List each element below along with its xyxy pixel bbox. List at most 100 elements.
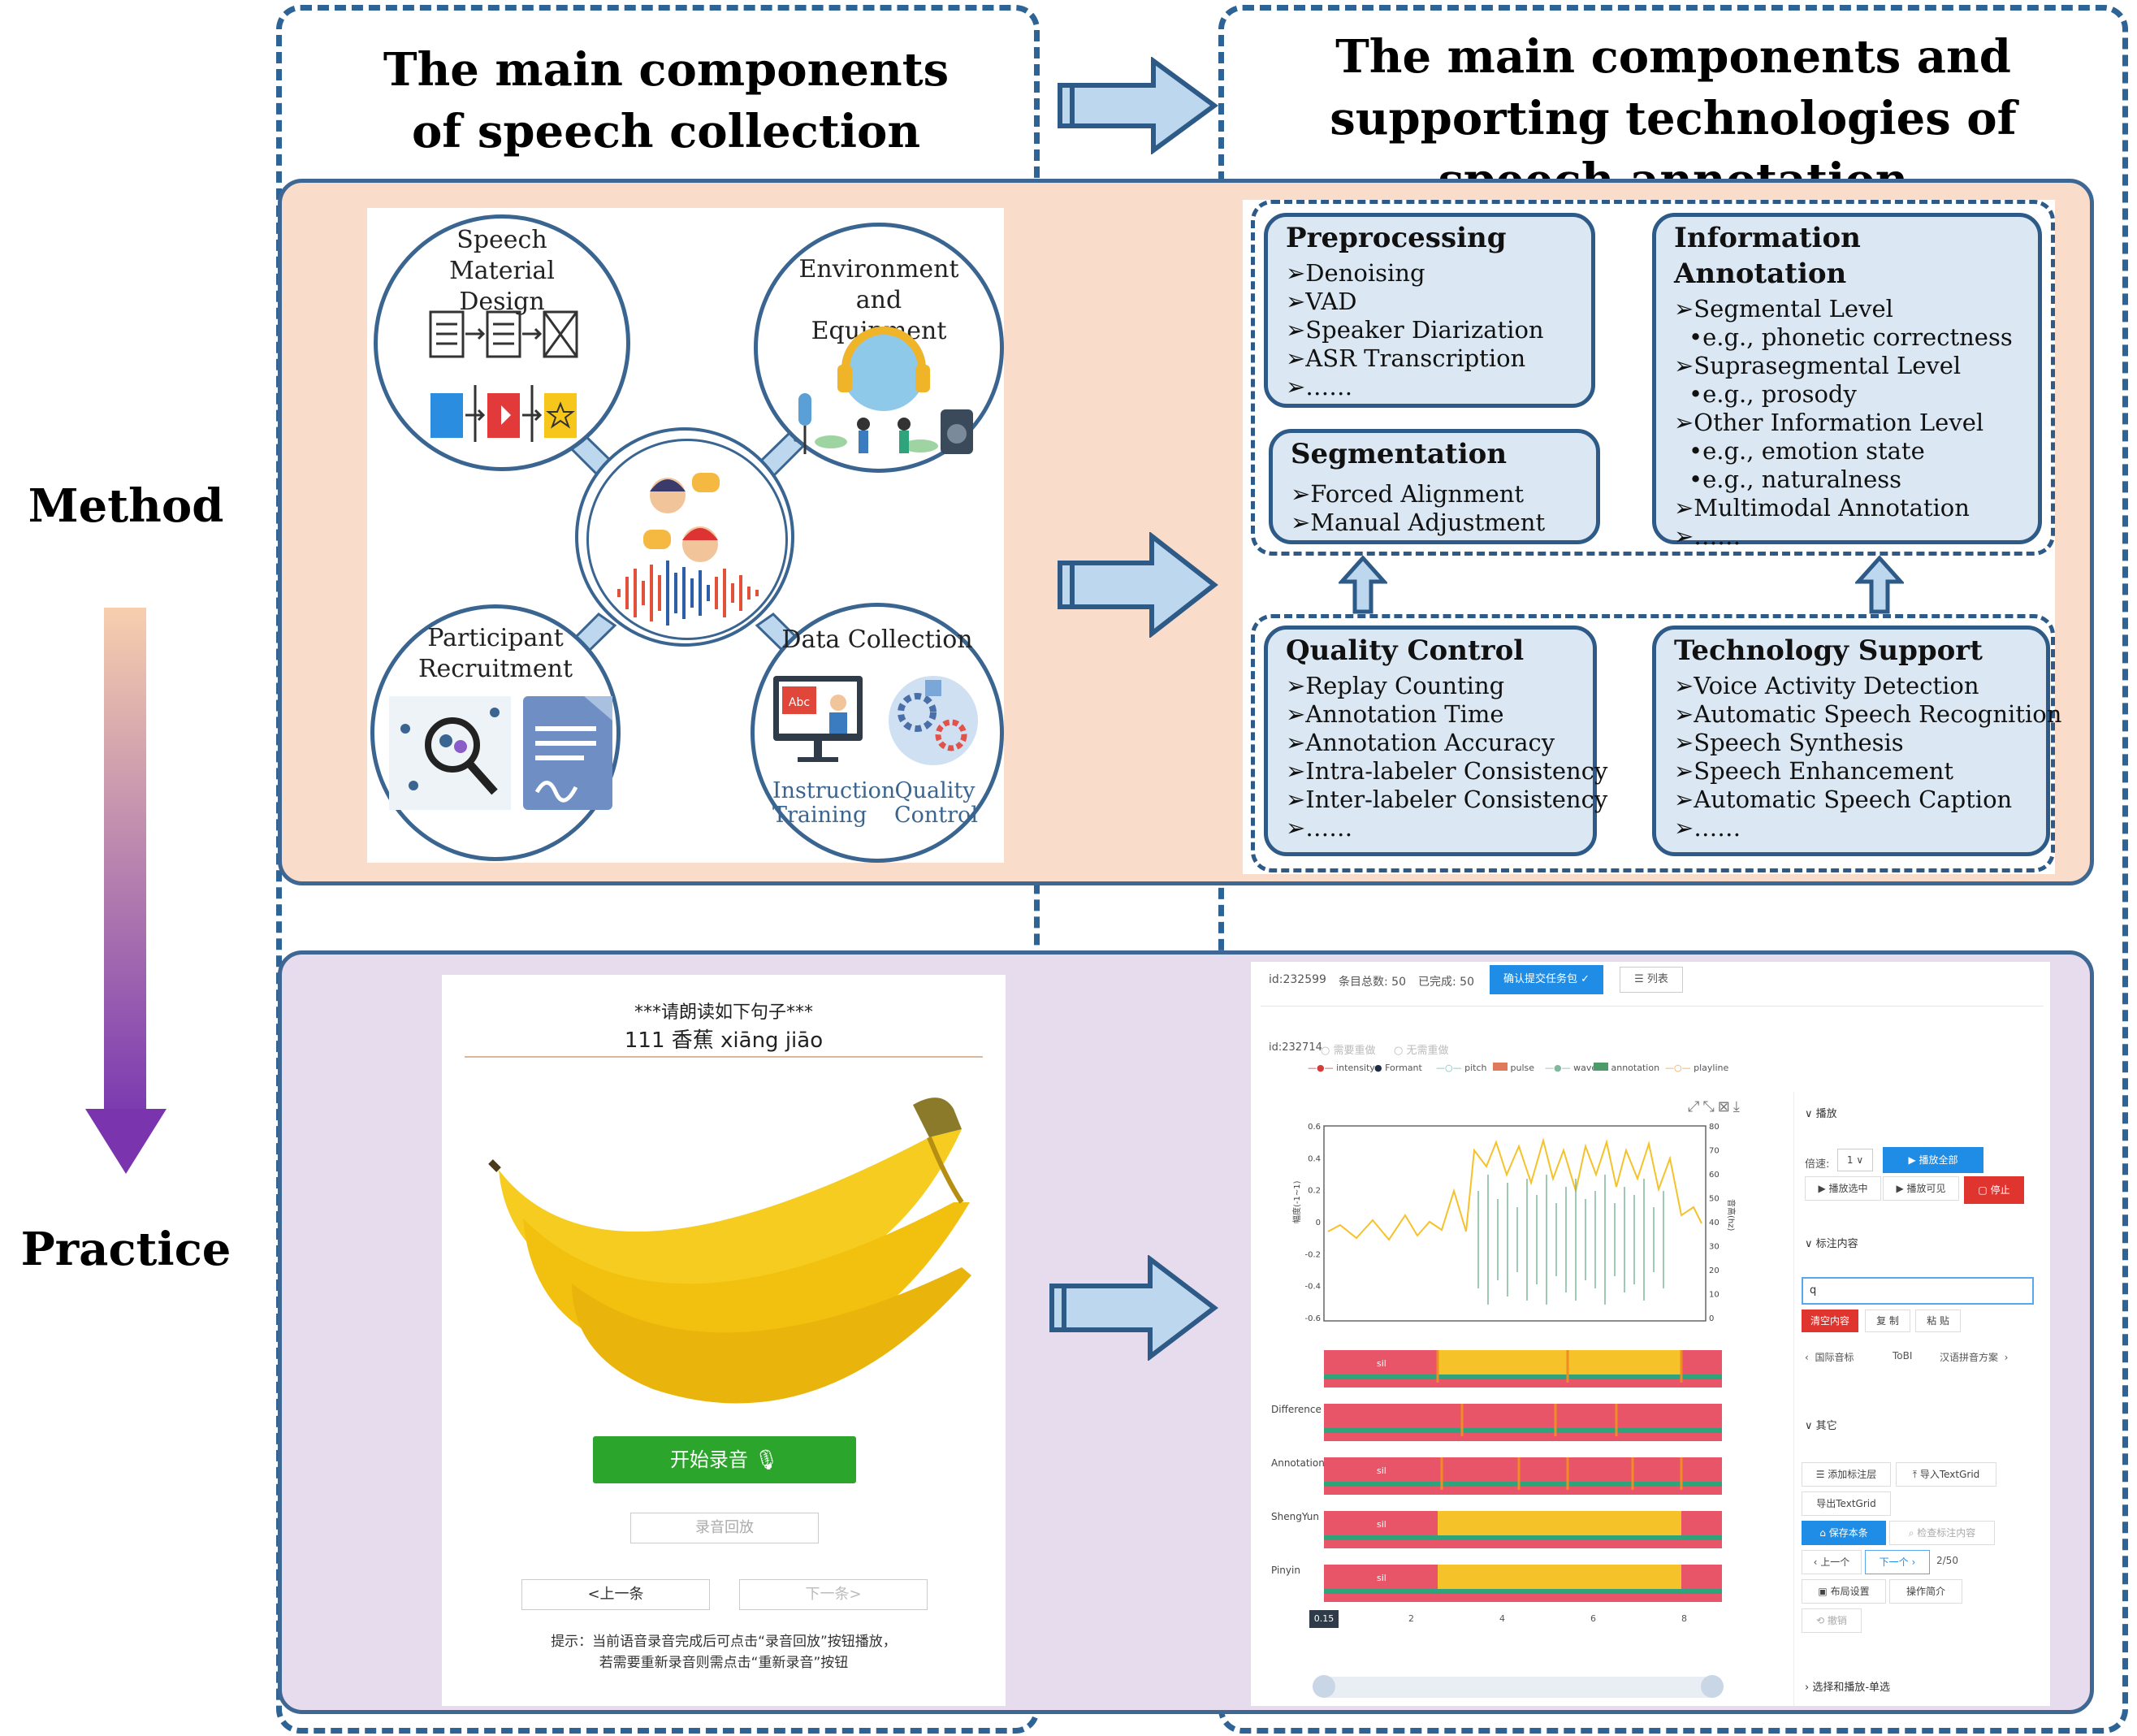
tab-ipa[interactable]: ‹ 国际音标	[1805, 1352, 1854, 1363]
left-y-tick: -0.6	[1304, 1314, 1321, 1323]
submit-package-button[interactable]: 确认提交任务包 ✓	[1490, 965, 1603, 994]
method-to-practice-gradient	[104, 608, 146, 1111]
layout-settings-button[interactable]: ▣ 布局设置	[1802, 1579, 1886, 1604]
next-item-label: 下一个	[1879, 1556, 1909, 1568]
legend-pitch[interactable]: —○— pitch	[1436, 1063, 1487, 1073]
undo-button[interactable]: ⟲ 撤销	[1802, 1608, 1862, 1633]
heading-arrow	[1058, 57, 1218, 154]
legend-formant[interactable]: ● Formant	[1374, 1063, 1422, 1073]
method-to-practice-arrowhead	[85, 1109, 167, 1174]
next-item-button[interactable]: 下一条>	[739, 1579, 928, 1610]
upper-dashed-group	[1251, 200, 2055, 556]
right-y-tick: 80	[1709, 1123, 1720, 1132]
data-collection-circle: Data Collection Abc Instruction Training…	[751, 603, 1004, 863]
tier-0-line	[1324, 1375, 1722, 1379]
next-item-link[interactable]: 下一个 ›	[1865, 1550, 1930, 1574]
play-visible-button[interactable]: ▶ 播放可见	[1883, 1176, 1959, 1201]
playback-button[interactable]: 录音回放	[630, 1513, 819, 1543]
chart-tool-icons[interactable]: ⤢⤡⊠⤓	[1688, 1098, 1743, 1115]
instruction-training-label: Instruction Training	[772, 778, 896, 828]
quality-control-item: ➢Intra-labeler Consistency	[1286, 757, 1608, 785]
segmentation-box: Segmentation ➢Forced Alignment ➢Manual A…	[1269, 429, 1600, 544]
tier-token: sil	[1377, 1573, 1386, 1583]
preprocessing-box: Preprocessing ➢Denoising ➢VAD ➢Speaker D…	[1264, 213, 1595, 408]
preprocessing-item: ➢ASR Transcription	[1286, 344, 1526, 372]
speed-select[interactable]: 1 ∨	[1837, 1149, 1873, 1171]
select-section-title[interactable]: › 选择和播放-单选	[1805, 1682, 1891, 1694]
practice-arrow	[1049, 1255, 1218, 1361]
material-design-title: Speech Material Design	[449, 226, 555, 316]
recording-app: ***请朗读如下句子*** 111 香蕉 xiāng jiāo 开始录音 🎙 录…	[442, 975, 1006, 1706]
segmentation-item: ➢Manual Adjustment	[1291, 509, 1546, 536]
recruitment-icon	[389, 696, 612, 810]
legend-intensity[interactable]: —●— intensity	[1308, 1063, 1375, 1073]
information-line: •e.g., phonetic correctness	[1689, 323, 2013, 351]
save-item-button[interactable]: ⌂ 保存本条	[1802, 1521, 1886, 1545]
need-rerecord-option[interactable]: ○ 需要重做	[1321, 1045, 1376, 1057]
tier-annotation-bar[interactable]	[1324, 1457, 1722, 1495]
tier-token: sil	[1377, 1465, 1386, 1476]
play-all-button[interactable]: ▶ 播放全部	[1883, 1147, 1983, 1173]
left-y-tick: 0.4	[1308, 1154, 1321, 1163]
legend-playline[interactable]: —○— playline	[1665, 1063, 1729, 1073]
no-rerecord-label: 无需重做	[1406, 1045, 1449, 1057]
prev-item-label: 上一个	[1820, 1556, 1850, 1568]
scroll-handle-right[interactable]	[1701, 1675, 1724, 1698]
no-rerecord-option[interactable]: ○ 无需重做	[1394, 1045, 1449, 1057]
right-y-tick: 0	[1709, 1314, 1714, 1323]
x-tick: 6	[1590, 1613, 1596, 1624]
information-line: ➢Other Information Level	[1674, 409, 1984, 436]
preprocessing-item: ➢VAD	[1286, 288, 1357, 315]
prev-item-button[interactable]: <上一条	[521, 1579, 710, 1610]
paste-button[interactable]: 粘 贴	[1915, 1310, 1961, 1332]
tier-label-difference: Difference	[1271, 1404, 1322, 1415]
check-content-label: 检查标注内容	[1917, 1527, 1976, 1539]
tier-token: sil	[1377, 1519, 1386, 1530]
participant-title: Participant Recruitment	[417, 624, 573, 683]
done-count: 已完成: 50	[1418, 976, 1474, 989]
preprocessing-item: ➢Speaker Diarization	[1286, 316, 1544, 344]
start-recording-button[interactable]: 开始录音 🎙	[593, 1436, 856, 1483]
legend-annotation[interactable]: annotation	[1594, 1063, 1659, 1073]
quality-control-label: Quality Control	[894, 778, 978, 828]
quality-control-item: ➢Replay Counting	[1286, 672, 1505, 699]
tab-pinyin[interactable]: 汉语拼音方案 ›	[1940, 1352, 2009, 1363]
import-textgrid-button[interactable]: ⤒ 导入TextGrid	[1896, 1462, 1996, 1487]
legend-wave[interactable]: —●— wave	[1545, 1063, 1598, 1073]
guide-button[interactable]: 操作简介	[1889, 1579, 1962, 1604]
legend-pulse[interactable]: pulse	[1493, 1063, 1534, 1073]
select-section-label: 选择和播放-单选	[1812, 1682, 1891, 1694]
tier-pinyin-line	[1324, 1589, 1722, 1594]
tab-tobi[interactable]: ToBI	[1893, 1350, 1913, 1362]
clear-content-button[interactable]: 清空内容	[1802, 1310, 1858, 1332]
left-y-ticks: 0.60.40.20-0.2-0.4-0.6	[1304, 1123, 1321, 1323]
technology-item: ➢Automatic Speech Recognition	[1674, 700, 2062, 728]
right-y-tick: 20	[1709, 1266, 1720, 1275]
annotation-content-input[interactable]: q	[1802, 1277, 2034, 1305]
play-selected-button[interactable]: ▶ 播放选中	[1805, 1176, 1881, 1201]
play-section-title[interactable]: ∨ 播放	[1805, 1108, 1837, 1120]
copy-button[interactable]: 复 制	[1865, 1310, 1910, 1332]
content-section-title[interactable]: ∨ 标注内容	[1805, 1238, 1858, 1250]
other-section-title[interactable]: ∨ 其它	[1805, 1420, 1837, 1432]
information-annotation-box: Information Annotation ➢Segmental Level …	[1652, 213, 2042, 550]
quality-control-item: ➢Annotation Time	[1286, 700, 1504, 728]
timeline-scrollbar[interactable]	[1313, 1675, 1724, 1698]
left-y-tick: -0.4	[1304, 1283, 1321, 1292]
export-textgrid-button[interactable]: 导出TextGrid	[1802, 1491, 1891, 1516]
tier-difference-bar[interactable]	[1324, 1404, 1722, 1441]
need-rerecord-label: 需要重做	[1333, 1045, 1376, 1057]
check-content-button[interactable]: ⌕ 检查标注内容	[1889, 1521, 1995, 1545]
left-y-tick: 0.6	[1308, 1123, 1321, 1132]
list-button[interactable]: ☰ 列表	[1620, 967, 1683, 993]
quality-control-item: ➢Inter-labeler Consistency	[1286, 786, 1608, 813]
legend-label: Formant	[1385, 1063, 1422, 1073]
legend-label: intensity	[1336, 1063, 1375, 1073]
stop-button[interactable]: ▢ 停止	[1964, 1176, 2024, 1204]
tier-label-shengyun: ShengYun	[1271, 1511, 1319, 1522]
prev-item-link[interactable]: ‹ 上一个	[1802, 1550, 1862, 1574]
information-line: ➢Multimodal Annotation	[1674, 494, 1970, 522]
information-title: Information Annotation	[1674, 222, 1861, 290]
scroll-handle-left[interactable]	[1313, 1675, 1335, 1698]
add-tier-button[interactable]: ☰ 添加标注层	[1802, 1462, 1891, 1487]
